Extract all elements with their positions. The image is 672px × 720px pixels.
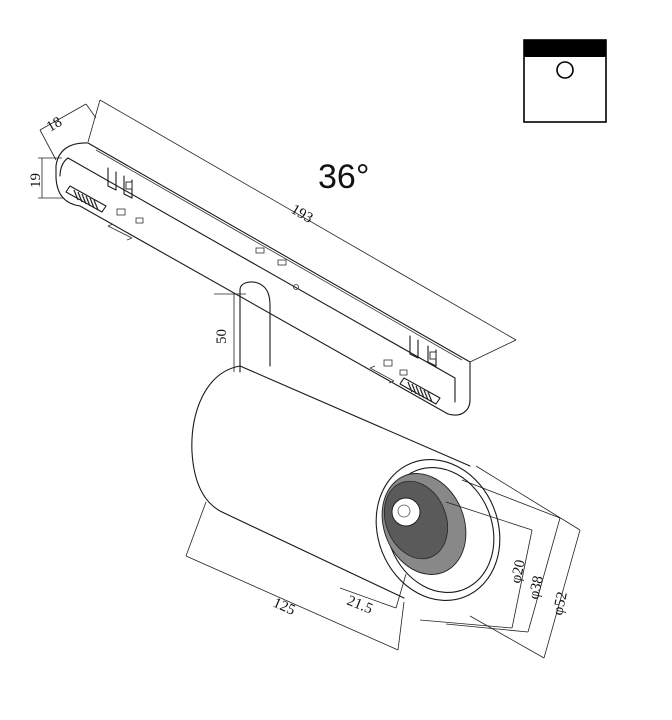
- spotlight-body: [191, 365, 501, 601]
- dim-width: 18: [44, 114, 65, 135]
- dim-d38: φ38: [526, 574, 547, 600]
- beam-angle-label: 36°: [318, 158, 369, 196]
- track-adapter: [55, 142, 471, 416]
- stem: [239, 281, 271, 373]
- dim-body-length: 125: [270, 595, 297, 619]
- dim-length: 193: [288, 202, 315, 227]
- dim-stem: 50: [214, 329, 230, 344]
- dimension-lines: [38, 99, 581, 659]
- dim-height: 19: [28, 173, 44, 188]
- beam-angle-icon: [523, 39, 607, 123]
- dim-recess: 21.5: [345, 593, 375, 618]
- dim-d52: φ52: [550, 590, 571, 616]
- dim-d20: φ20: [508, 558, 529, 584]
